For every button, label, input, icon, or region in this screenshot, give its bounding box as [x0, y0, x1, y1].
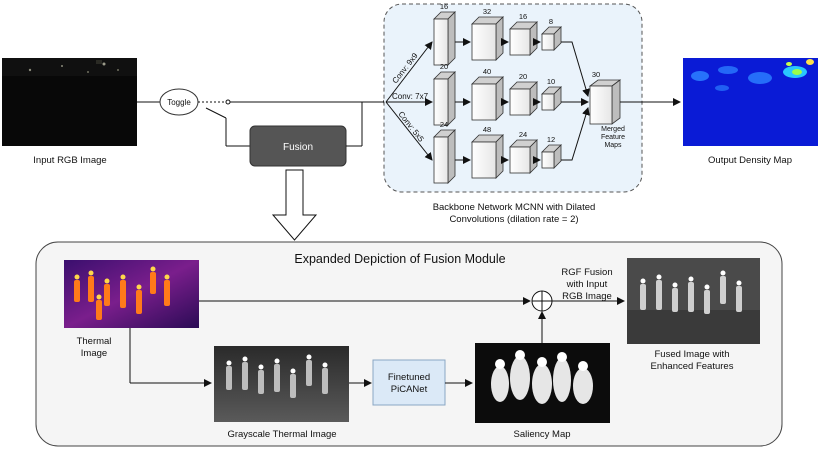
fused-label-line2: Enhanced Features: [651, 361, 734, 372]
thermal-label-line1: Thermal: [77, 336, 112, 347]
branch-2-cube-4: [541, 86, 562, 111]
output-density-map: [683, 58, 818, 146]
branch-1-channels-4: 8: [549, 17, 553, 26]
fusion-module-title: Expanded Depiction of Fusion Module: [294, 252, 505, 266]
branch-2-cube-2: [471, 76, 504, 121]
conv-label-7x7: Conv: 7x7: [392, 92, 429, 101]
rgf-fusion-operator: [531, 290, 553, 312]
saliency-map: [475, 343, 610, 423]
merged-label-line2: Feature: [601, 134, 625, 141]
grayscale-label: Grayscale Thermal Image: [227, 429, 336, 440]
branch-3-to-merged-arrow: [561, 107, 590, 161]
thermal-image: [64, 260, 199, 328]
branch-1-cube-1: [433, 11, 456, 66]
fusion-label: Fusion: [283, 142, 313, 153]
branch-line-9x9: [385, 41, 433, 103]
branch-3-channels-1: 24: [440, 120, 448, 129]
branch-3-channels-2: 48: [483, 125, 491, 134]
branch-1-cube-3: [509, 21, 538, 56]
branch-3-channels-3: 24: [519, 130, 527, 139]
branch-2-channels-2: 40: [483, 67, 491, 76]
branch-line-5x5: [385, 101, 433, 161]
saliency-label: Saliency Map: [513, 429, 570, 440]
input-rgb-label: Input RGB Image: [33, 155, 106, 166]
backbone-caption-line1: Backbone Network MCNN with Dilated: [433, 202, 596, 213]
rgf-label-line3: RGB Image: [562, 291, 612, 302]
switch-contact-upper: [225, 99, 231, 105]
backbone-caption-line2: Convolutions (dilation rate = 2): [449, 214, 578, 225]
merged-feature-maps-cube: [588, 79, 622, 125]
switch-lever: [205, 107, 227, 119]
rgf-label-line1: RGF Fusion: [561, 267, 612, 278]
mcnn-branches: 16 32 16 8 20 40 20 10 24 48 24 12: [433, 2, 590, 184]
picanet-box: [372, 359, 446, 406]
input-rgb-image: [2, 58, 137, 146]
output-density-label: Output Density Map: [708, 155, 792, 166]
branch-2-channels-4: 10: [547, 77, 555, 86]
branch-1-to-merged-arrow: [561, 41, 590, 97]
thermal-label-line2: Image: [81, 348, 107, 359]
fused-label-line1: Fused Image with: [655, 349, 730, 360]
rgf-label-line2: with Input: [566, 279, 608, 290]
expand-down-arrow: [271, 169, 318, 241]
branch-1-cube-4: [541, 26, 562, 51]
branch-2-channels-1: 20: [440, 62, 448, 71]
branch-3-cube-2: [471, 134, 504, 179]
merged-channel-count: 30: [592, 70, 600, 79]
merged-label-line3: Maps: [604, 142, 622, 149]
branch-1-cube-2: [471, 16, 504, 61]
branch-3-cube-4: [541, 144, 562, 169]
branch-1-channels-3: 16: [519, 12, 527, 21]
merged-label-line1: Merged: [601, 126, 625, 133]
branch-3-cube-1: [433, 129, 456, 184]
branch-1-channels-1: 16: [440, 2, 448, 11]
branch-2-cube-1: [433, 71, 456, 126]
branch-1-channels-2: 32: [483, 7, 491, 16]
grayscale-thermal-image: [214, 346, 349, 422]
branch-3-channels-4: 12: [547, 135, 555, 144]
toggle-label: Toggle: [167, 98, 191, 107]
fused-image: [627, 258, 760, 344]
branch-3-cube-3: [509, 139, 538, 174]
branch-2-cube-3: [509, 81, 538, 116]
picanet-label-line2: PiCANet: [391, 384, 428, 395]
branch-2-channels-3: 20: [519, 72, 527, 81]
picanet-label-line1: Finetuned: [388, 372, 430, 383]
